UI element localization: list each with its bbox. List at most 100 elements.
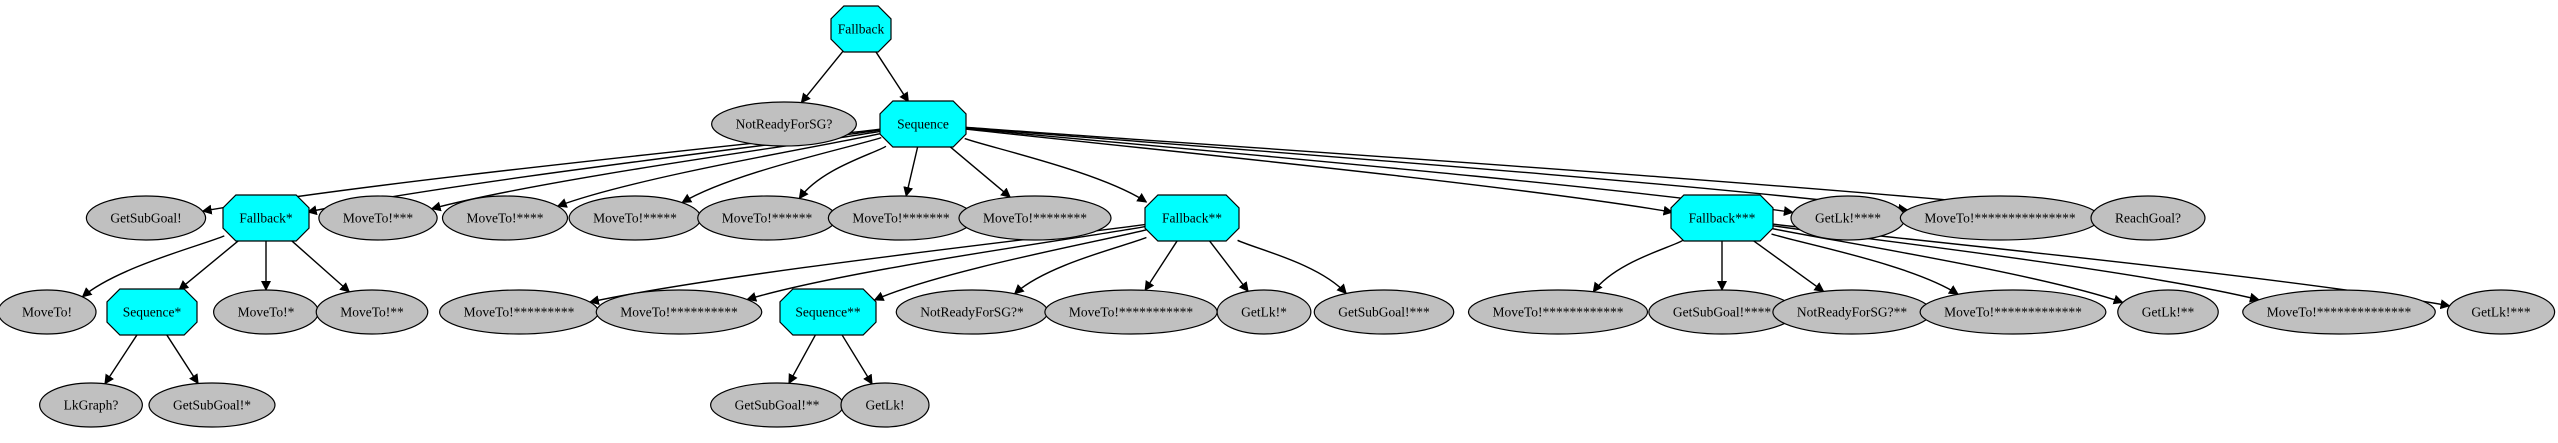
- node-b4: NotReadyForSG?*: [895, 289, 1049, 335]
- node-label: MoveTo!************: [1492, 305, 1623, 320]
- node-label: MoveTo!******: [722, 211, 813, 226]
- edge-seq-to-l12: [964, 126, 1909, 214]
- node-label: MoveTo!********: [983, 211, 1087, 226]
- leaf-node-ellipse: [2242, 289, 2436, 335]
- node-label: Fallback**: [1162, 211, 1222, 226]
- edge-seq1-to-s2: [165, 333, 199, 385]
- node-label: MoveTo!***: [343, 211, 414, 226]
- node-label: LkGraph?: [64, 398, 119, 413]
- node-label: GetSubGoal!**: [735, 398, 820, 413]
- node-seq: Sequence: [879, 100, 967, 148]
- edge-root-to-n1: [800, 50, 844, 104]
- edge-seq-to-l7: [903, 146, 919, 198]
- edge-fb2-to-b4: [1013, 236, 1147, 295]
- node-t2: GetLk!: [840, 382, 930, 428]
- node-label: MoveTo!: [22, 305, 72, 320]
- node-label: MoveTo!*****: [593, 211, 677, 226]
- node-c1: MoveTo!************: [1467, 289, 1649, 335]
- node-label: Fallback***: [1689, 211, 1756, 226]
- edge-fb2-to-b2: [746, 225, 1147, 302]
- leaf-node-ellipse: [39, 382, 143, 428]
- node-s2: GetSubGoal!*: [148, 382, 276, 428]
- leaf-node-ellipse: [1467, 289, 1649, 335]
- leaf-node-ellipse: [595, 289, 763, 335]
- edge-seq2-to-t2: [841, 333, 873, 385]
- node-fb2: Fallback**: [1144, 194, 1240, 242]
- node-label: GetLk!*: [1241, 305, 1287, 320]
- leaf-node-ellipse: [0, 289, 97, 335]
- node-label: Fallback: [838, 22, 885, 37]
- node-label: MoveTo!***********: [1069, 305, 1194, 320]
- edge-fb2-to-seq2: [873, 229, 1147, 301]
- node-c3: NotReadyForSG?**: [1772, 289, 1932, 335]
- node-label: MoveTo!*******: [852, 211, 950, 226]
- node-label: Sequence*: [123, 305, 182, 320]
- node-n1: NotReadyForSG?: [711, 101, 857, 147]
- leaf-node-ellipse: [2090, 195, 2206, 241]
- leaf-node-ellipse: [1216, 289, 1312, 335]
- node-seq1: Sequence*: [106, 288, 198, 336]
- leaf-node-ellipse: [1313, 289, 1455, 335]
- node-label: NotReadyForSG?**: [1797, 305, 1907, 320]
- node-label: GetSubGoal!*: [173, 398, 251, 413]
- edge-seq-to-l8: [949, 145, 1011, 198]
- edge-fb2-to-b5: [1144, 239, 1179, 292]
- edge-seq-to-l4: [556, 132, 882, 208]
- node-fb3: Fallback***: [1670, 194, 1774, 242]
- edge-fb3-to-c4: [1771, 233, 1959, 295]
- node-s1: LkGraph?: [39, 382, 143, 428]
- node-l3: MoveTo!***: [318, 195, 438, 241]
- node-l5: MoveTo!*****: [568, 195, 702, 241]
- node-label: GetSubGoal!: [110, 211, 181, 226]
- edge-seq-to-l5: [681, 136, 882, 204]
- node-root: Fallback: [830, 5, 892, 53]
- edge-seq-to-fb2: [964, 137, 1148, 203]
- edge-fb3-to-c5: [1771, 227, 2124, 305]
- node-l8: MoveTo!********: [958, 195, 1112, 241]
- node-b5: MoveTo!***********: [1044, 289, 1218, 335]
- edge-seq-to-l11: [964, 127, 1794, 217]
- node-label: MoveTo!**************: [2267, 305, 2412, 320]
- leaf-node-ellipse: [2117, 289, 2219, 335]
- node-label: Sequence**: [795, 305, 860, 320]
- edge-seq-to-l6: [798, 145, 887, 200]
- control-node-octagon: [1144, 194, 1240, 242]
- node-label: GetLk!****: [1815, 211, 1881, 226]
- node-c4: MoveTo!*************: [1919, 289, 2107, 335]
- leaf-node-ellipse: [711, 101, 857, 147]
- node-a4: MoveTo!**: [315, 289, 429, 335]
- edge-fb1-to-a4: [290, 239, 351, 293]
- control-node-octagon: [830, 5, 892, 53]
- node-l13: ReachGoal?: [2090, 195, 2206, 241]
- leaf-node-ellipse: [958, 195, 1112, 241]
- node-l1: GetSubGoal!: [85, 195, 207, 241]
- node-c7: GetLk!***: [2446, 289, 2556, 335]
- node-fb1: Fallback*: [222, 194, 310, 242]
- node-label: NotReadyForSG?: [736, 117, 833, 132]
- node-label: MoveTo!*: [238, 305, 295, 320]
- node-a3: MoveTo!*: [213, 289, 319, 335]
- leaf-node-ellipse: [441, 195, 569, 241]
- node-label: GetSubGoal!****: [1673, 305, 1771, 320]
- node-label: NotReadyForSG?*: [920, 305, 1024, 320]
- node-label: MoveTo!***************: [1924, 211, 2076, 226]
- node-b7: GetSubGoal!***: [1313, 289, 1455, 335]
- node-label: ReachGoal?: [2115, 211, 2181, 226]
- node-c5: GetLk!**: [2117, 289, 2219, 335]
- leaf-node-ellipse: [2446, 289, 2556, 335]
- node-label: MoveTo!*************: [1944, 305, 2082, 320]
- leaf-node-ellipse: [148, 382, 276, 428]
- control-node-octagon: [106, 288, 198, 336]
- node-l7: MoveTo!*******: [827, 195, 975, 241]
- control-node-octagon: [222, 194, 310, 242]
- leaf-node-ellipse: [85, 195, 207, 241]
- edge-fb3-to-c1: [1592, 239, 1684, 293]
- edge-root-to-seq: [874, 50, 910, 103]
- node-t1: GetSubGoal!**: [710, 382, 844, 428]
- node-c6: MoveTo!**************: [2242, 289, 2436, 335]
- node-b6: GetLk!*: [1216, 289, 1312, 335]
- edge-seq2-to-t1: [788, 333, 817, 385]
- node-b1: MoveTo!*********: [439, 289, 599, 335]
